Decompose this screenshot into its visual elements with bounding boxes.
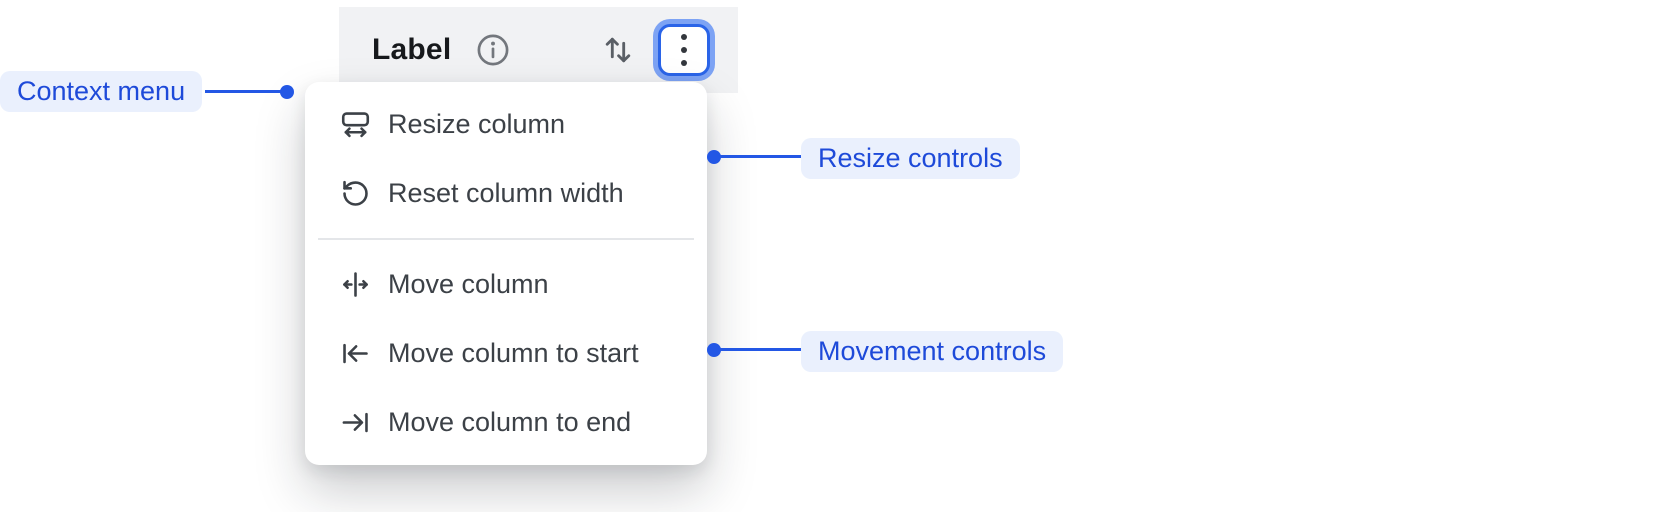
- menu-divider: [318, 238, 694, 240]
- menu-item-label: Resize column: [388, 109, 566, 139]
- sort-arrows-icon[interactable]: [600, 32, 636, 68]
- menu-item-resize-column[interactable]: Resize column: [305, 90, 707, 159]
- annotation-resize-controls: Resize controls: [801, 138, 1020, 179]
- annotation-connector-line: [710, 155, 801, 158]
- annotation-label: Movement controls: [818, 336, 1047, 366]
- menu-item-move-column-to-end[interactable]: Move column to end: [305, 388, 707, 457]
- info-icon[interactable]: [475, 32, 511, 68]
- annotation-connector-line: [710, 348, 801, 351]
- menu-item-label: Move column to end: [388, 407, 632, 437]
- menu-item-reset-column-width[interactable]: Reset column width: [305, 159, 707, 228]
- annotation-context-menu: Context menu: [0, 71, 203, 112]
- column-menu-button[interactable]: [658, 24, 710, 76]
- menu-item-label: Move column to start: [388, 338, 639, 368]
- annotation-movement-controls: Movement controls: [801, 331, 1064, 372]
- annotation-label: Context menu: [17, 76, 186, 106]
- menu-item-label: Reset column width: [388, 178, 624, 208]
- menu-item-label: Move column: [388, 269, 549, 299]
- kebab-menu-icon: [681, 34, 687, 40]
- menu-item-move-column[interactable]: Move column: [305, 250, 707, 319]
- annotation-connector-dot: [280, 85, 294, 99]
- column-header-cell: Label: [339, 7, 738, 93]
- reset-column-width-icon: [340, 178, 371, 209]
- annotation-connector-line: [205, 90, 287, 93]
- move-column-icon: [340, 269, 371, 300]
- resize-column-icon: [340, 109, 371, 140]
- column-context-menu: Resize column Reset column width: [305, 82, 707, 465]
- menu-item-move-column-to-start[interactable]: Move column to start: [305, 319, 707, 388]
- annotation-label: Resize controls: [818, 143, 1003, 173]
- move-column-to-start-icon: [340, 338, 371, 369]
- move-column-to-end-icon: [340, 407, 371, 438]
- column-header-title: Label: [372, 33, 452, 66]
